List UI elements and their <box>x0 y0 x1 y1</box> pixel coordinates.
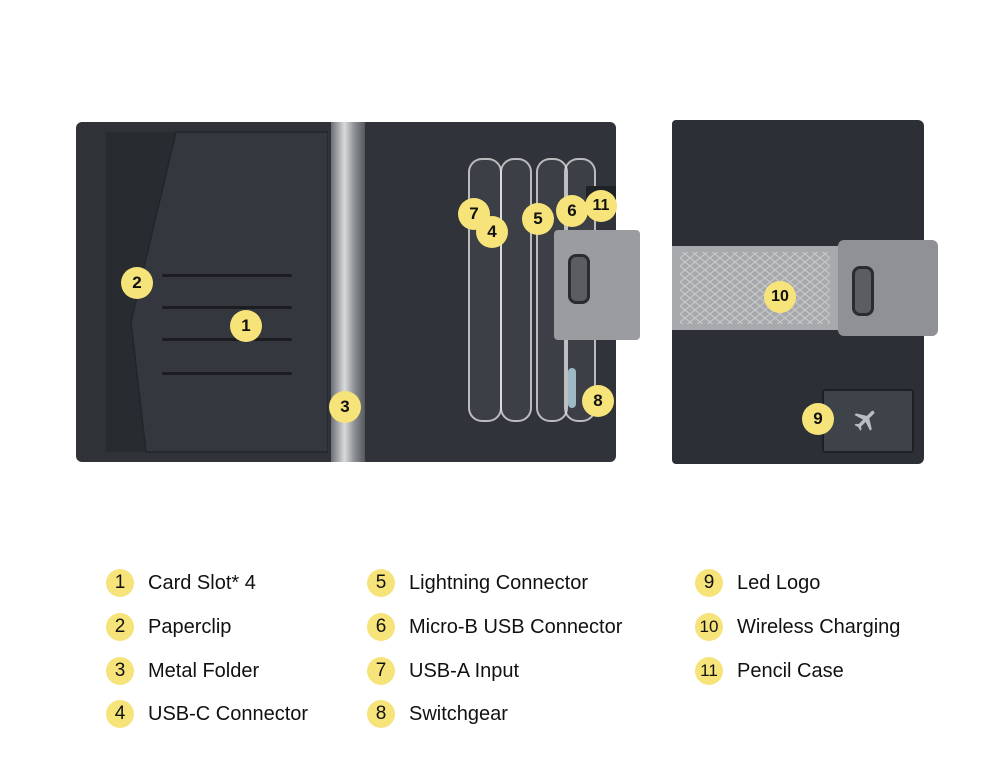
legend-item-2: 2 Paperclip <box>106 610 231 644</box>
callout-marker-9: 9 <box>802 403 834 435</box>
legend-badge: 1 <box>106 569 134 597</box>
legend-label: Micro-B USB Connector <box>409 615 623 638</box>
switchgear-button <box>568 368 576 408</box>
legend-label: Card Slot* 4 <box>148 571 256 594</box>
legend-badge: 3 <box>106 657 134 685</box>
legend-badge: 7 <box>367 657 395 685</box>
legend-label: Wireless Charging <box>737 615 901 638</box>
diamond-pattern <box>680 252 830 324</box>
legend-label: Lightning Connector <box>409 571 589 594</box>
callout-marker-3: 3 <box>329 391 361 423</box>
callout-marker-11: 11 <box>585 190 617 222</box>
card-slot <box>162 274 292 277</box>
tab-slot <box>852 266 874 316</box>
legend-item-3: 3 Metal Folder <box>106 654 259 688</box>
wireless-charging-band <box>672 246 930 330</box>
legend-item-7: 7 USB-A Input <box>367 654 519 688</box>
legend-item-11: 11 Pencil Case <box>695 654 844 688</box>
legend-label: Paperclip <box>148 615 232 638</box>
callout-marker-8: 8 <box>582 385 614 417</box>
card-slot <box>162 338 292 341</box>
led-logo-panel <box>822 389 914 453</box>
legend-item-1: 1 Card Slot* 4 <box>106 566 256 600</box>
callout-marker-7: 7 <box>458 198 490 230</box>
legend-item-4: 4 USB-C Connector <box>106 697 308 731</box>
legend-label: Pencil Case <box>737 659 844 682</box>
callout-marker-1: 1 <box>230 310 262 342</box>
legend-item-8: 8 Switchgear <box>367 697 508 731</box>
legend-label: USB-A Input <box>409 659 520 682</box>
legend-label: Switchgear <box>409 702 508 725</box>
legend-badge: 6 <box>367 613 395 641</box>
legend-item-5: 5 Lightning Connector <box>367 566 588 600</box>
legend-badge: 8 <box>367 700 395 728</box>
legend-badge: 2 <box>106 613 134 641</box>
callout-marker-2: 2 <box>121 267 153 299</box>
callout-marker-6: 6 <box>556 195 588 227</box>
legend-item-9: 9 Led Logo <box>695 566 820 600</box>
legend-badge: 5 <box>367 569 395 597</box>
legend-item-6: 6 Micro-B USB Connector <box>367 610 622 644</box>
legend-badge: 4 <box>106 700 134 728</box>
card-pocket-shape <box>106 131 328 453</box>
cable-holder-usb-c <box>500 158 532 422</box>
callout-marker-5: 5 <box>522 203 554 235</box>
legend-item-10: 10 Wireless Charging <box>695 610 900 644</box>
legend-label: Metal Folder <box>148 659 260 682</box>
card-slot <box>162 372 292 375</box>
card-slot <box>162 306 292 309</box>
closure-tab-closed <box>838 240 938 336</box>
tab-slot <box>568 254 590 304</box>
legend-label: Led Logo <box>737 571 821 594</box>
open-planner-left-cover <box>76 122 328 462</box>
callout-marker-10: 10 <box>764 281 796 313</box>
legend-label: USB-C Connector <box>148 702 309 725</box>
legend-badge: 11 <box>695 657 723 685</box>
closure-tab <box>554 230 640 340</box>
airplane-icon <box>854 410 875 431</box>
legend-badge: 10 <box>695 613 723 641</box>
legend-badge: 9 <box>695 569 723 597</box>
